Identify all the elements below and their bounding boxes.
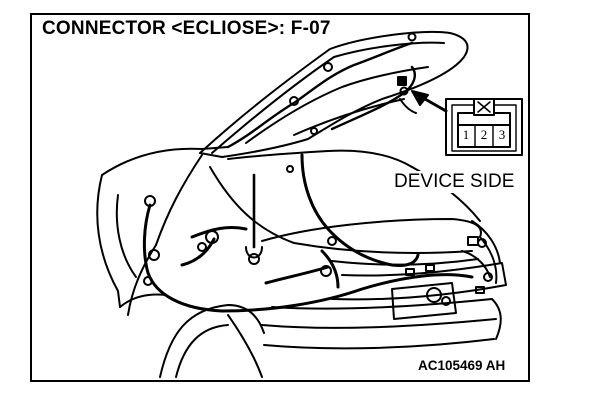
- harness-connectors: [143, 127, 493, 306]
- pin-1-label: 1: [462, 127, 470, 142]
- open-tailgate: [199, 30, 469, 158]
- device-side-label: DEVICE SIDE: [392, 171, 517, 193]
- diagram-title: CONNECTOR <ECLIOSE>: F-07: [42, 18, 335, 40]
- wiring-harness: [142, 153, 474, 313]
- connector-face-symbol: [445, 98, 523, 156]
- antenna: [245, 173, 263, 265]
- pin-2-label: 2: [480, 127, 488, 142]
- car-rear-illustration: [96, 30, 523, 378]
- pointer-arrow: [411, 90, 448, 113]
- reference-code: AC105469 AH: [416, 358, 508, 373]
- pin-3-label: 3: [498, 127, 506, 142]
- diagram-frame: CONNECTOR <ECLIOSE>: F-07 1 2 3 DEVICE S…: [30, 13, 530, 382]
